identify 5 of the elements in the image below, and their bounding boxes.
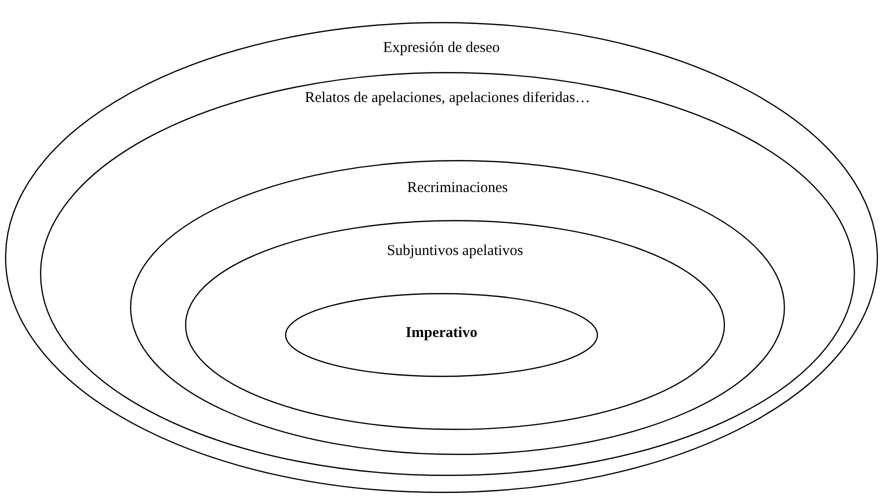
category-label: Relatos de apelaciones, apelaciones diferidas…: [304, 90, 590, 107]
category-label: Recriminaciones: [407, 180, 508, 197]
category-label: Subjuntivos apelativos: [386, 243, 524, 260]
category-label: Expresión de deseo: [383, 40, 500, 57]
category-label: Imperativo: [406, 325, 478, 342]
